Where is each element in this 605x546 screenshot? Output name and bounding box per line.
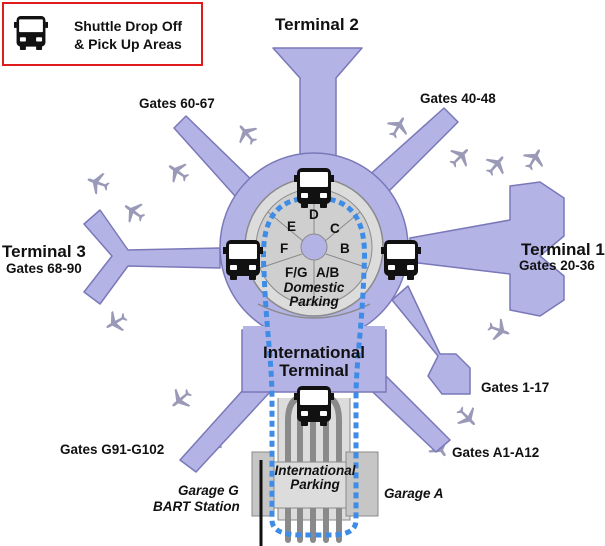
- bus-icon[interactable]: [223, 240, 263, 280]
- terminal-2-pier: [272, 47, 363, 161]
- airplane-icon: [100, 306, 132, 338]
- gates-40-48-label: Gates 40-48: [420, 91, 496, 106]
- terminal-2-label: Terminal 2: [275, 15, 359, 34]
- section-ab-label: A/B: [316, 265, 340, 280]
- gates-20-36-label: Gates 20-36: [519, 258, 595, 273]
- gates-g-label: Gates G91-G102: [60, 442, 165, 457]
- legend-text: Shuttle Drop Off & Pick Up Areas: [58, 17, 198, 53]
- garage-a-block: [345, 451, 379, 517]
- airplane-icon: [83, 168, 113, 198]
- legend-line-1: Shuttle Drop Off: [73, 18, 183, 34]
- garage-a-label: Garage A: [384, 486, 444, 501]
- terminal-1-pier: [409, 181, 565, 317]
- legend-line-2: & Pick Up Areas: [74, 36, 182, 53]
- international-parking: [265, 393, 365, 543]
- section-f-label: F: [280, 241, 289, 256]
- airplane-icon: [165, 383, 197, 415]
- section-fg-label: F/G: [285, 265, 308, 280]
- gates-68-90-label: Gates 68-90: [6, 261, 82, 276]
- section-e-label: E: [287, 219, 297, 234]
- airplane-icon: [162, 156, 194, 188]
- gates-1-17-label: Gates 1-17: [481, 380, 550, 395]
- terminal-3-label: Terminal 3: [2, 242, 86, 261]
- airplane-icon: [444, 141, 476, 173]
- airplane-icon: [382, 111, 414, 143]
- airplane-icon: [118, 196, 150, 228]
- gates-60-67-label: Gates 60-67: [139, 96, 215, 111]
- airplane-icon: [518, 143, 550, 175]
- section-c-label: C: [330, 221, 340, 236]
- airplane-icon: [484, 315, 514, 345]
- airplane-icon: [451, 401, 483, 433]
- bus-icon: [14, 16, 48, 50]
- bus-icon[interactable]: [381, 240, 421, 280]
- terminal-3-pier: [83, 209, 221, 305]
- airplane-icon: [231, 118, 263, 150]
- section-b-label: B: [340, 241, 350, 256]
- bus-icon[interactable]: [294, 168, 334, 208]
- international-terminal-label: International Terminal: [262, 343, 365, 380]
- gates-1-17-pier: [391, 285, 471, 395]
- airplane-icon: [480, 149, 512, 181]
- bart-station-label: BART Station: [153, 499, 240, 514]
- international-parking-label: International Parking: [274, 463, 356, 493]
- gates-a-label: Gates A1-A12: [452, 445, 540, 460]
- terminal-1-label: Terminal 1: [521, 240, 605, 259]
- garage-g-label: Garage G: [178, 483, 239, 498]
- section-d-label: D: [309, 207, 319, 222]
- legend-box: Shuttle Drop Off & Pick Up Areas: [2, 2, 203, 66]
- domestic-parking-label: Domestic Parking: [283, 280, 345, 310]
- bus-icon[interactable]: [294, 386, 334, 426]
